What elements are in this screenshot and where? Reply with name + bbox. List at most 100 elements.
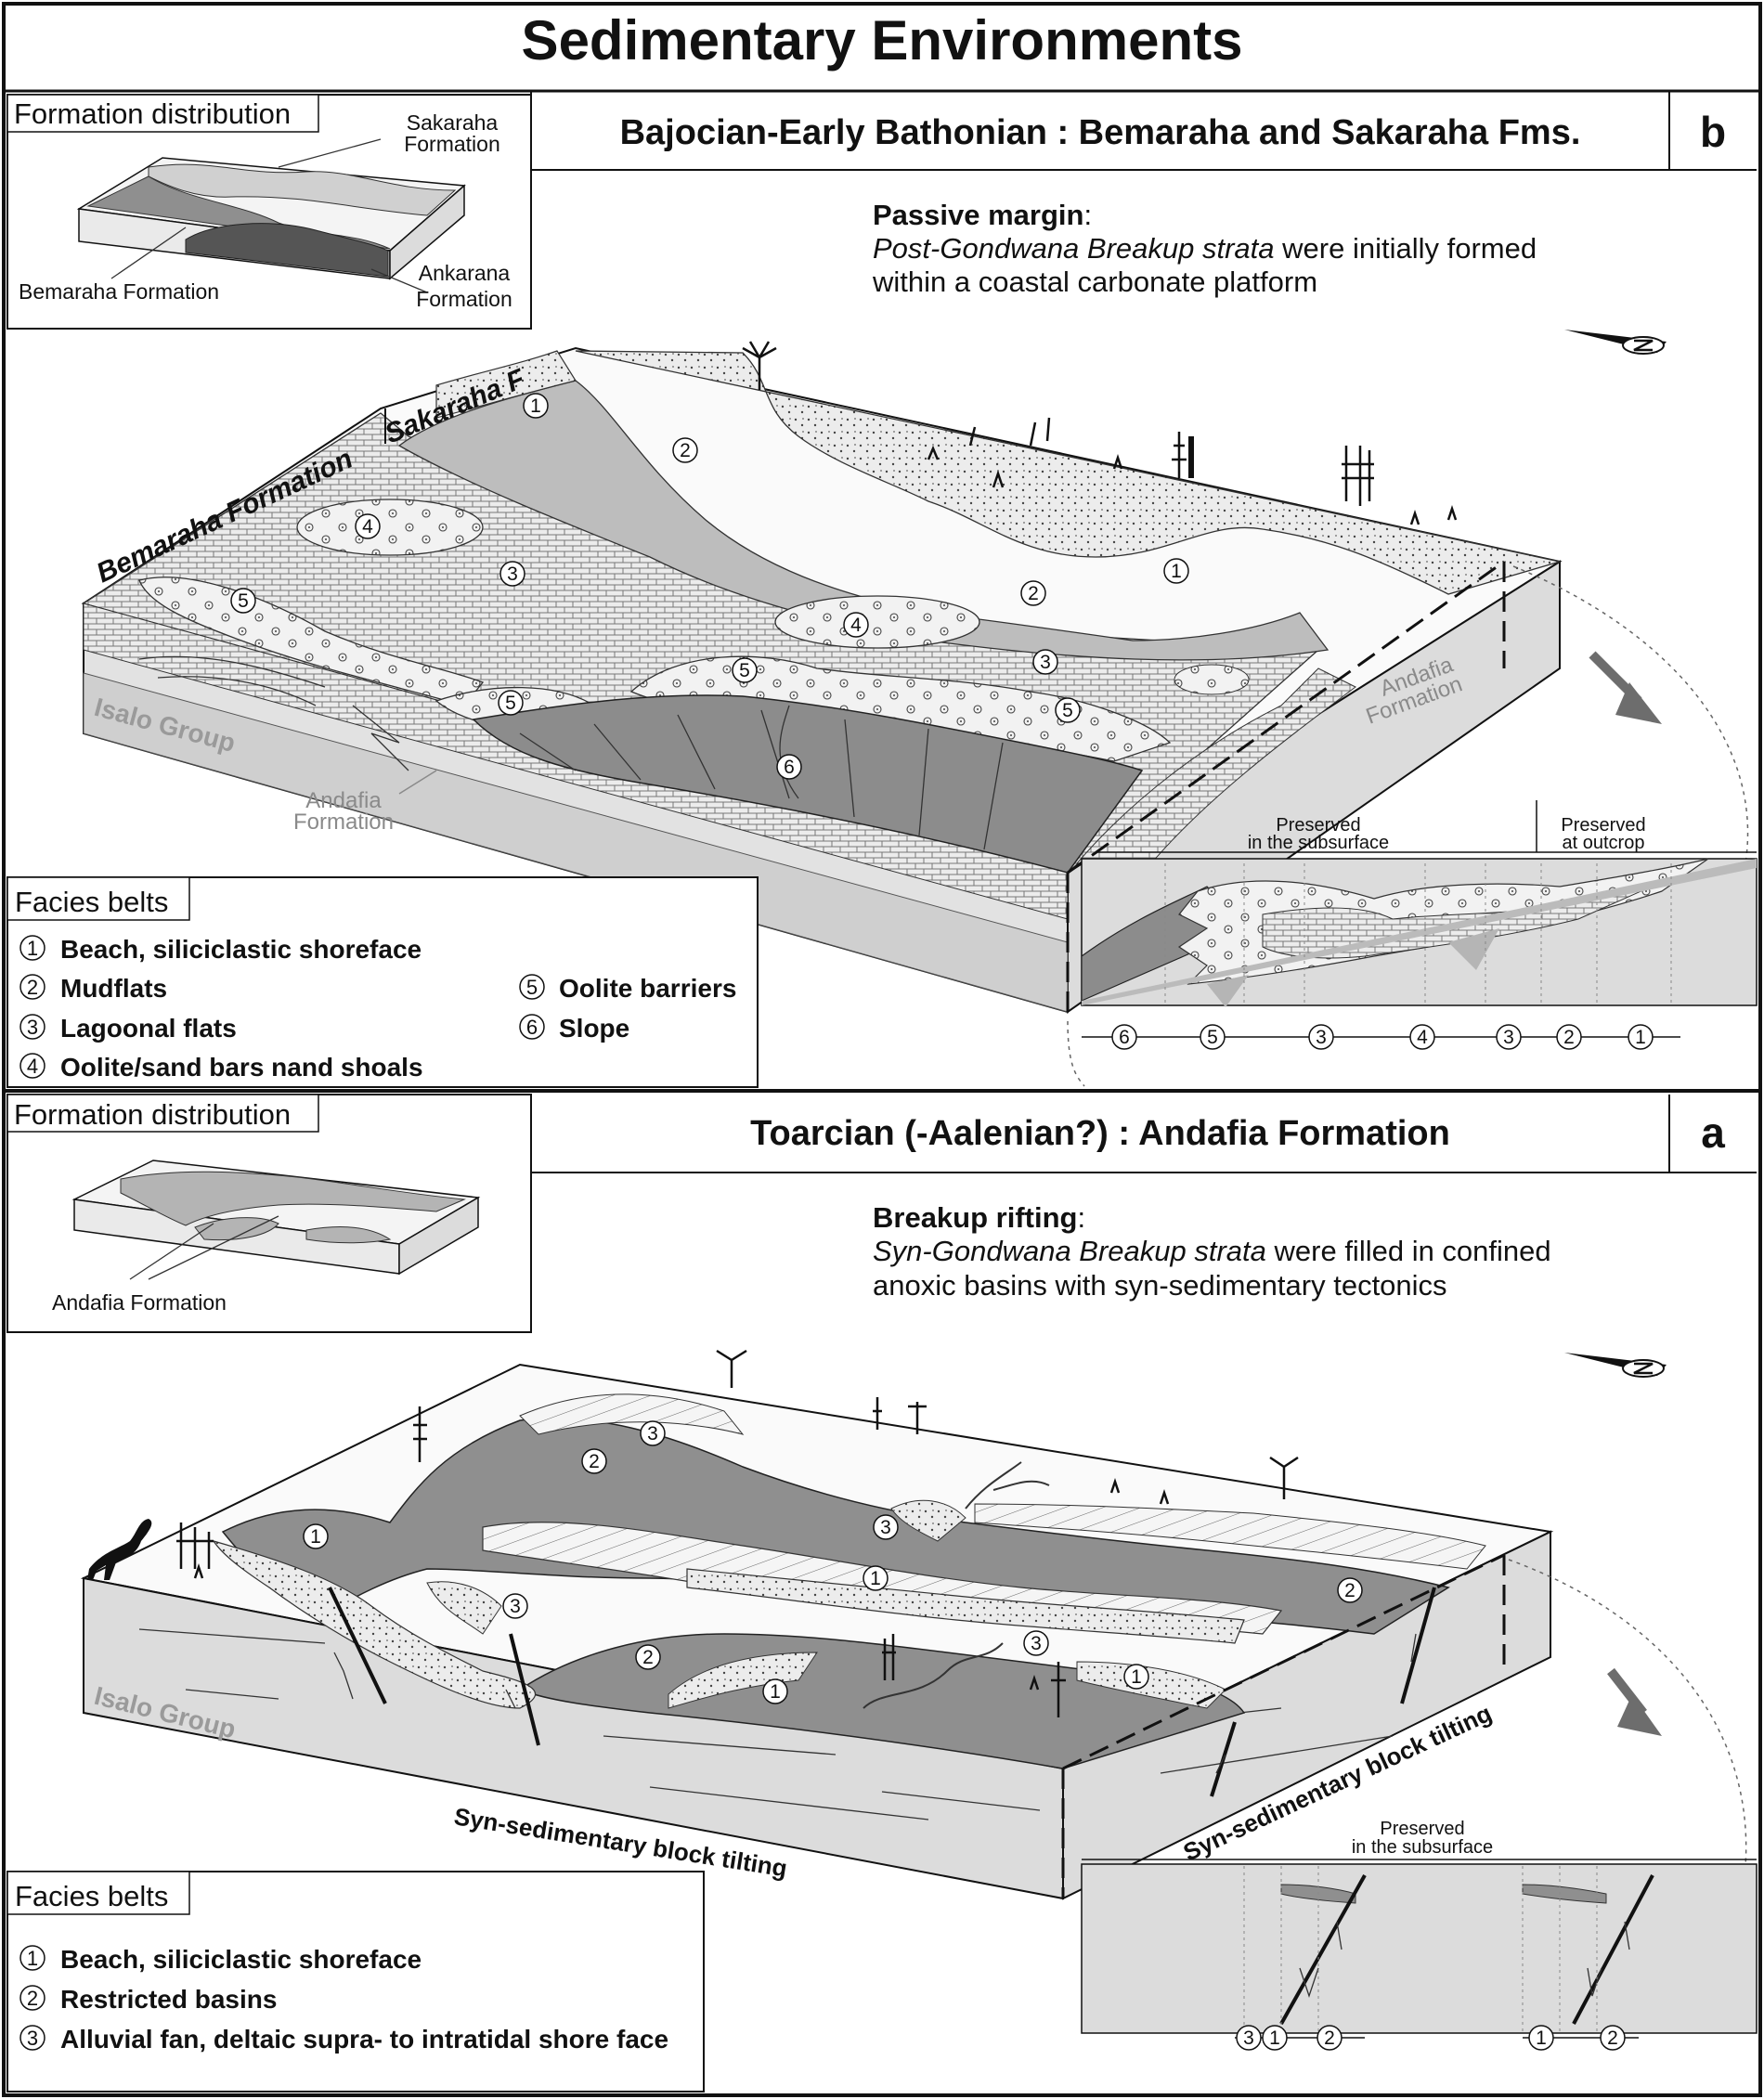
panel-a-facies-label: Alluvial fan, deltaic supra- to intratid… (60, 2025, 668, 2054)
panel-b-facies-label: Lagoonal flats (60, 1014, 237, 1043)
panel-b-label-andafia-left-1: Andafia (305, 788, 382, 813)
panel-b-map-number: 6 (784, 757, 795, 778)
panel-b-facies-num: 6 (526, 1016, 538, 1039)
panel-b-direction-arrow-icon (1589, 651, 1662, 724)
panel-b-map-number: 2 (1028, 583, 1039, 604)
panel-b-block-diagram (81, 346, 1749, 1087)
panel-a-facies-num: 2 (27, 1987, 38, 2010)
figure-title: Sedimentary Environments (522, 9, 1243, 71)
panel-b-facies-items: 1 Beach, siliciclastic shoreface 2 Mudfl… (19, 935, 736, 1082)
panel-a-facies-title: Facies belts (15, 1880, 168, 1912)
panel-b-section-number: 4 (1417, 1027, 1428, 1048)
panel-a-section-number: 1 (1536, 2028, 1547, 2049)
panel-b-map-number: 4 (362, 516, 373, 538)
panel-a-letter: a (1701, 1108, 1725, 1157)
panel-b-map-number: 1 (530, 395, 541, 417)
panel-a-inset-title: Formation distribution (14, 1098, 291, 1131)
panel-a-map-numbers: 3 2 1 3 3 1 2 2 3 1 1 (303, 1420, 1363, 1704)
panel-b-map-number: 5 (238, 590, 249, 612)
panel-a-map-number: 1 (870, 1568, 881, 1589)
panel-b-desc-rest: were initially formed (1275, 232, 1537, 265)
panel-b-cross-section (1081, 858, 1758, 1007)
panel-a-description-line2: Syn-Gondwana Breakup strata were filled … (873, 1235, 1551, 1267)
panel-b-inset-label-ankarana-1: Ankarana (419, 261, 511, 285)
panel-a-facies-label: Restricted basins (60, 1985, 277, 2014)
panel-a-facies-num: 1 (27, 1947, 38, 1970)
panel-b-facies-num: 3 (27, 1016, 38, 1039)
panel-b-facies-title: Facies belts (15, 886, 168, 918)
panel-a-inset-label-andafia: Andafia Formation (52, 1290, 227, 1315)
panel-b-description-line1: Passive margin: (873, 199, 1092, 231)
panel-b-map-number: 2 (680, 440, 691, 461)
panel-a-direction-arrow-icon (1607, 1667, 1662, 1736)
panel-b-desc-colon: : (1083, 199, 1092, 231)
panel-a-preserved-sub-2: in the subsurface (1352, 1837, 1493, 1858)
panel-b-inset-block (76, 157, 466, 280)
panel-b-description-line2: Post-Gondwana Breakup strata were initia… (873, 232, 1537, 265)
panel-b-map-numbers: 1 2 4 3 5 2 1 4 3 5 5 5 6 (230, 393, 1189, 780)
panel-b-facies-label: Beach, siliciclastic shoreface (60, 935, 422, 964)
panel-b-vegetation-icon (742, 341, 1458, 525)
panel-a-section-numbers: 3 1 2 1 2 (1236, 2025, 1626, 2051)
panel-b-facies-num: 5 (526, 976, 538, 999)
panel-b-desc-italic: Post-Gondwana Breakup strata (873, 232, 1275, 265)
panel-b-inset-label-bemaraha: Bemaraha Formation (19, 279, 219, 304)
panel-a-facies-items: 1 Beach, siliciclastic shoreface 2 Restr… (19, 1945, 668, 2054)
panel-b-map-number: 4 (850, 615, 862, 636)
panel-a-section-number: 2 (1324, 2028, 1335, 2049)
panel-a-section-number: 2 (1607, 2028, 1618, 2049)
panel-a-description-line1: Breakup rifting: (873, 1201, 1085, 1234)
panel-b-facies-num: 2 (27, 976, 38, 999)
panel-a-preserved-sub-1: Preserved (1380, 1819, 1464, 1839)
panel-a-map-number: 2 (642, 1647, 654, 1668)
panel-a-facies-label: Beach, siliciclastic shoreface (60, 1945, 422, 1974)
panel-b-preserved-out-1: Preserved (1561, 815, 1645, 836)
panel-a-dinosaur-icon (87, 1519, 152, 1580)
panel-b-section-number: 1 (1635, 1027, 1646, 1048)
panel-a-desc-colon: : (1077, 1201, 1085, 1234)
panel-a-map-number: 3 (880, 1517, 891, 1538)
panel-b-facies-label: Mudflats (60, 974, 167, 1003)
panel-b-preserved-sub-2: in the subsurface (1248, 833, 1389, 853)
panel-a-section-number: 1 (1269, 2028, 1280, 2049)
panel-b-map-number: 5 (505, 693, 516, 714)
panel-b-section-number: 6 (1119, 1027, 1130, 1048)
panel-b-section-number: 2 (1563, 1027, 1575, 1048)
panel-a-description-line3: anoxic basins with syn-sedimentary tecto… (873, 1269, 1447, 1302)
panel-b-inset-label-ankarana-2: Formation (416, 287, 512, 311)
panel-b-section-numbers: 6 5 3 4 3 2 1 (1111, 1024, 1654, 1050)
panel-a-facies-num: 3 (27, 2027, 38, 2050)
panel-b-description-line3: within a coastal carbonate platform (872, 266, 1317, 298)
panel-b-facies-num: 1 (27, 937, 38, 960)
panel-b-section-number: 5 (1207, 1027, 1218, 1048)
panel-b-letter: b (1700, 108, 1726, 156)
panel-b-preserved-sub-1: Preserved (1276, 815, 1360, 836)
panel-a-desc-italic: Syn-Gondwana Breakup strata (873, 1235, 1266, 1267)
panel-a-map-number: 3 (510, 1596, 521, 1617)
panel-b-label-andafia-left-2: Formation (293, 810, 394, 835)
panel-a-map-number: 3 (1031, 1633, 1042, 1654)
panel-b-map-number: 3 (1040, 652, 1051, 673)
panel-a-map-number: 2 (1344, 1580, 1355, 1601)
panel-b-section-number: 3 (1316, 1027, 1327, 1048)
panel-b-inset-title: Formation distribution (14, 97, 291, 130)
panel-a-desc-bold: Breakup rifting (873, 1201, 1077, 1234)
panel-a-cross-section (1081, 1863, 1758, 2034)
panel-b-inset-label-sakaraha-2: Formation (404, 132, 500, 156)
panel-b-preserved-out-2: at outcrop (1563, 833, 1645, 853)
panel-b-map-number: 5 (739, 660, 750, 681)
panel-b-facies-label: Oolite barriers (559, 974, 736, 1003)
panel-b-facies-label: Slope (559, 1014, 629, 1043)
panel-b-heading: Bajocian-Early Bathonian : Bemaraha and … (620, 113, 1581, 152)
panel-a-north-arrow-icon (1564, 1353, 1667, 1378)
panel-b-desc-bold: Passive margin (873, 199, 1083, 231)
panel-b-map-number: 3 (507, 564, 518, 585)
panel-a-heading: Toarcian (-Aalenian?) : Andafia Formatio… (750, 1114, 1450, 1153)
panel-a-section-number: 3 (1243, 2028, 1254, 2049)
panel-a-map-number: 1 (310, 1526, 321, 1548)
panel-b-section-number: 3 (1503, 1027, 1514, 1048)
panel-a-map-number: 2 (589, 1451, 600, 1472)
panel-a-map-number: 1 (770, 1681, 781, 1703)
panel-b-map-number: 1 (1171, 561, 1182, 582)
